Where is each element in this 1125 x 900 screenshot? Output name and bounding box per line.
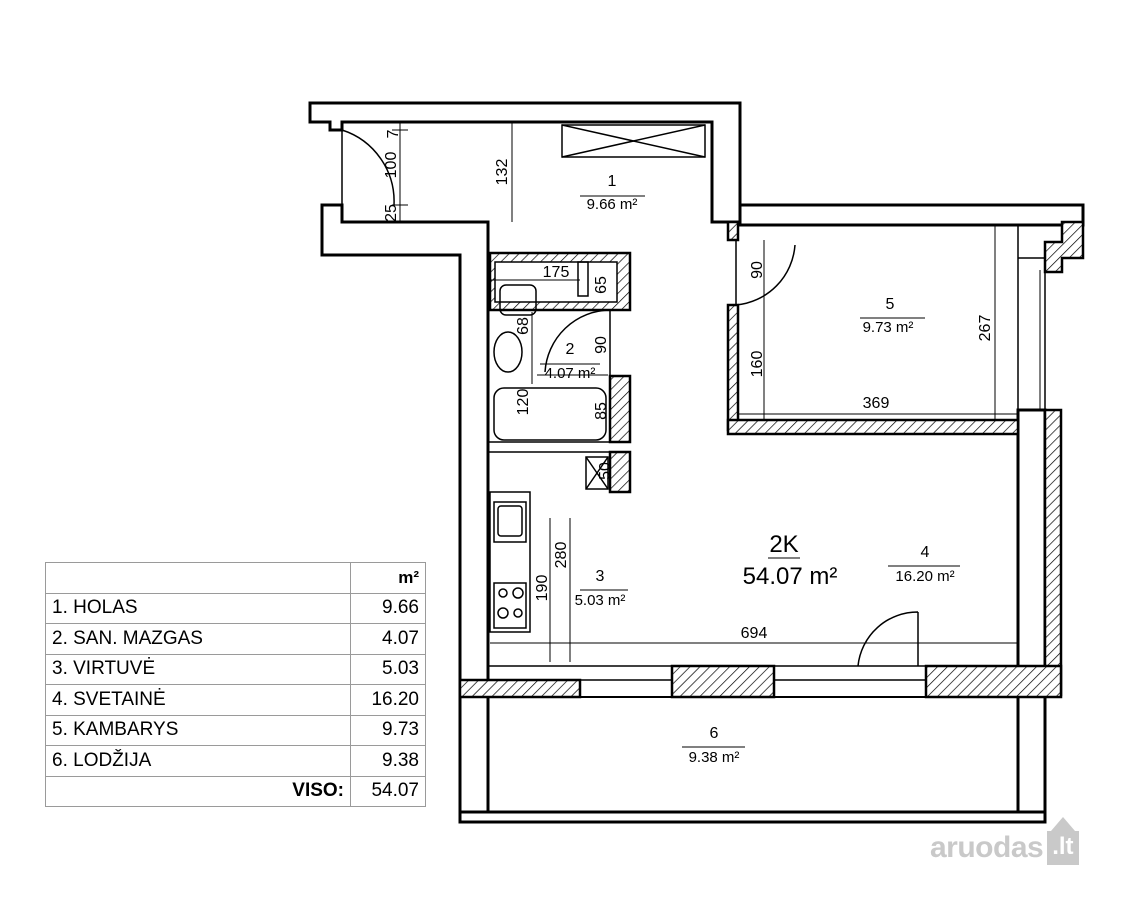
hatched-wall-right-outer [1043, 408, 1063, 697]
doors [341, 129, 919, 667]
room-5-area: 9.73 m² [863, 319, 914, 336]
dim-25: 25 [383, 204, 400, 222]
dim-694: 694 [741, 625, 768, 642]
table-total-row: VISO: 54.07 [45, 775, 426, 807]
room-value: 5.03 [350, 653, 426, 685]
hatched-walls [458, 220, 1085, 699]
room-4-number: 4 [921, 544, 930, 561]
hatched-wall-bath-mid [608, 374, 632, 444]
room-value: 16.20 [350, 684, 426, 716]
wall-top-hall [308, 101, 742, 224]
room-value: 4.07 [350, 623, 426, 655]
room-1-number: 1 [608, 173, 617, 190]
total-label: VISO: [45, 775, 351, 807]
wall-top-room5 [738, 203, 1085, 227]
dim-190: 190 [534, 575, 551, 602]
dimension-lines [392, 122, 1018, 748]
dim-175: 175 [543, 264, 570, 281]
room-3-number: 3 [596, 568, 605, 585]
wall-loggia-bottom [458, 810, 1047, 824]
brand-badge: .lt [1047, 816, 1079, 865]
room-6-area: 9.38 m² [689, 749, 740, 766]
total-value: 54.07 [350, 775, 426, 807]
bathtub [493, 387, 607, 441]
table-row: 4. SVETAINĖ 16.20 [45, 684, 426, 716]
dim-267: 267 [977, 315, 994, 342]
table-header-row: m² [45, 562, 426, 594]
dim-85: 85 [593, 402, 610, 420]
stove [493, 582, 527, 629]
dim-369: 369 [863, 395, 890, 412]
room-2-number: 2 [566, 341, 575, 358]
table-row: 1. HOLAS 9.66 [45, 592, 426, 624]
room-3-area: 5.03 m² [575, 592, 626, 609]
dim-68: 68 [515, 317, 532, 335]
room-2-area: 4.07 m² [545, 365, 596, 382]
hatched-wall-room5-bottom [726, 418, 1020, 436]
hatched-wall-corner [1043, 220, 1085, 274]
hatched-wall-room5-left [726, 303, 740, 432]
room-value: 9.73 [350, 714, 426, 746]
room-name: 4. SVETAINĖ [45, 684, 351, 716]
dim-160: 160 [749, 351, 766, 378]
washbasin [493, 331, 523, 373]
dim-90-bath: 90 [593, 336, 610, 354]
dim-132: 132 [494, 159, 511, 186]
table-unit-header: m² [350, 562, 426, 594]
room-4-area: 16.20 m² [895, 568, 954, 585]
walls [308, 101, 1085, 824]
dim-280: 280 [553, 542, 570, 569]
dim-65: 65 [593, 276, 610, 294]
table-row: 5. KAMBARYS 9.73 [45, 714, 426, 746]
room-6-number: 6 [710, 725, 719, 742]
dim-120: 120 [515, 389, 532, 416]
dim-90-room5: 90 [749, 261, 766, 279]
room-name: 2. SAN. MAZGAS [45, 623, 351, 655]
room-value: 9.38 [350, 745, 426, 777]
room-labels: 1 9.66 m² 2 4.07 m² 3 5.03 m² 4 16.20 m²… [545, 173, 955, 766]
brand-name: aruodas [930, 830, 1044, 864]
hatched-wall-room5-door [726, 220, 740, 242]
toilet [499, 284, 537, 316]
dim-50: 50 [597, 462, 614, 480]
hatched-wall-bottom-2 [670, 664, 776, 699]
kitchen-counter [489, 491, 531, 633]
unit-code: 2K [769, 531, 798, 558]
sink [493, 501, 527, 543]
room-name: 1. HOLAS [45, 592, 351, 624]
table-row: 6. LODŽIJA 9.38 [45, 745, 426, 777]
room-value: 9.66 [350, 592, 426, 624]
dim-100: 100 [383, 152, 400, 179]
wall-right [1016, 408, 1047, 824]
unit-total-area: 54.07 m² [743, 563, 838, 590]
dim-7: 7 [385, 129, 402, 138]
brand-logo: aruodas .lt [930, 816, 1105, 870]
room-5-number: 5 [886, 296, 895, 313]
room-1-area: 9.66 m² [587, 196, 638, 213]
room-name: 6. LODŽIJA [45, 745, 351, 777]
dimension-texts: 7 100 25 132 175 65 68 90 120 85 50 280 … [383, 129, 994, 642]
balcony-door [857, 611, 919, 667]
table-row: 3. VIRTUVĖ 5.03 [45, 653, 426, 685]
bathroom-door [544, 309, 611, 376]
hatched-wall-bottom-3 [924, 664, 1063, 699]
room-name: 3. VIRTUVĖ [45, 653, 351, 685]
room5-door [735, 240, 796, 306]
ventilation-shaft [561, 124, 706, 158]
entrance-door [341, 129, 395, 206]
hatched-wall-bottom-1 [458, 678, 582, 699]
table-row: 2. SAN. MAZGAS 4.07 [45, 623, 426, 655]
room-name: 5. KAMBARYS [45, 714, 351, 746]
area-table: m² 1. HOLAS 9.66 2. SAN. MAZGAS 4.07 3. … [45, 562, 426, 807]
interior-lines [488, 124, 1046, 681]
